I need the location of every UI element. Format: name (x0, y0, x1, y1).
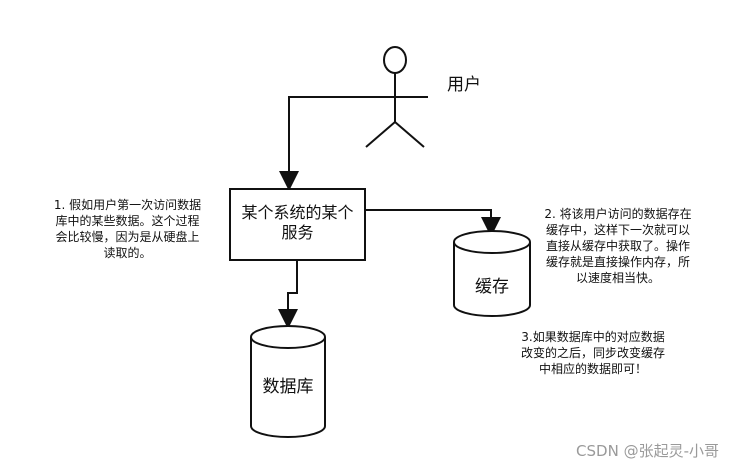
note-first-access-line-2: 库中的某些数据。这个过程 (55, 214, 200, 228)
note-first-access-line-4: 读取的。 (103, 246, 152, 260)
note-store-cache: 2. 将该用户访问的数据存在 缓存中，这样下一次就可以 直接从缓存中获取了。操作… (537, 206, 699, 286)
note-store-cache-line-1: 2. 将该用户访问的数据存在 (544, 207, 692, 221)
service-label-line-2: 服务 (281, 223, 314, 242)
note-store-cache-line-4: 缓存就是直接操作内存，所 (545, 255, 690, 269)
service-box (229, 188, 366, 261)
database-cylinder-icon (250, 325, 326, 438)
note-sync-update-line-3: 中相应的数据即可！ (538, 362, 647, 376)
note-store-cache-line-3: 直接从缓存中获取了。操作 (545, 239, 690, 253)
note-sync-update-line-1: 3.如果数据库中的对应数据 (521, 330, 665, 344)
database-label: 数据库 (262, 377, 314, 397)
service-to-database-arrow (278, 260, 298, 329)
note-sync-update: 3.如果数据库中的对应数据 改变的之后，同步改变缓存 中相应的数据即可！ (513, 329, 673, 377)
csdn-watermark: CSDN @张起灵-小哥 (576, 442, 719, 460)
service-label-line-1: 某个系统的某个 (241, 203, 354, 222)
service-label: 某个系统的某个 服务 (230, 203, 365, 243)
user-stick-figure-icon (358, 46, 428, 148)
cache-label: 缓存 (475, 277, 509, 297)
note-store-cache-line-5: 以速度相当快。 (575, 271, 660, 285)
service-to-cache-arrow (365, 209, 501, 237)
note-first-access: 1. 假如用户第一次访问数据 库中的某些数据。这个过程 会比较慢，因为是从硬盘上… (45, 197, 210, 261)
user-to-service-arrow (279, 96, 358, 191)
note-sync-update-line-2: 改变的之后，同步改变缓存 (520, 346, 665, 360)
cache-database-cylinder-icon (453, 230, 531, 317)
note-store-cache-line-2: 缓存中，这样下一次就可以 (545, 223, 690, 237)
user-label: 用户 (447, 75, 481, 95)
note-first-access-line-1: 1. 假如用户第一次访问数据 (53, 198, 202, 212)
note-first-access-line-3: 会比较慢，因为是从硬盘上 (55, 230, 200, 244)
